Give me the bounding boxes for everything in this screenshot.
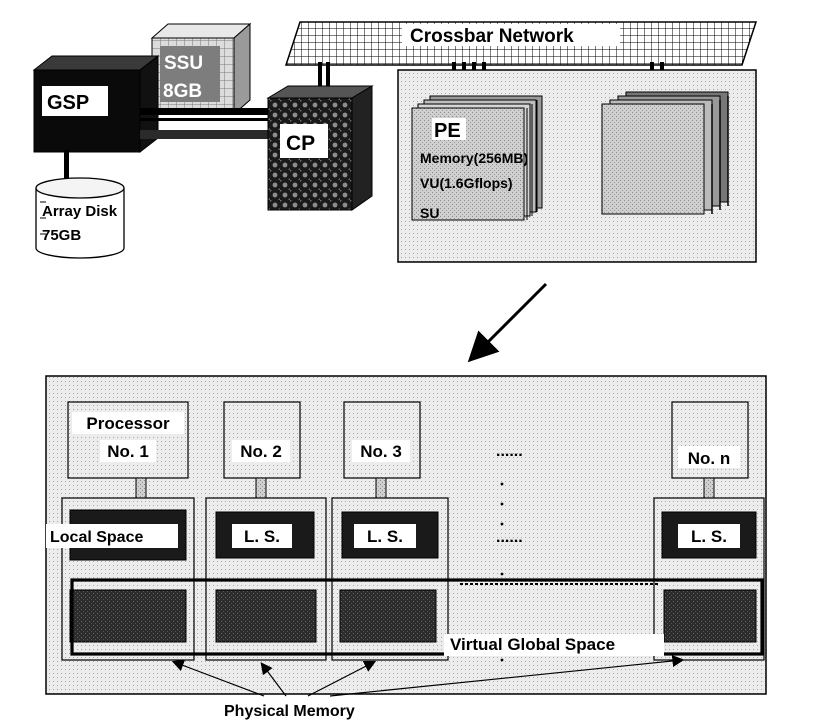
physical-memory-arrows: [171, 655, 685, 697]
virtual-global-space: Virtual Global Space: [70, 578, 764, 656]
pe-enclosure: PE Memory(256MB) VU(1.6Gflops) SU: [397, 69, 757, 263]
pe-label: PE: [434, 120, 461, 142]
local-space-label: Local Space: [50, 529, 143, 546]
array-disk: Array Disk 75GB: [35, 177, 125, 259]
processor-2: No. 2: [223, 401, 301, 479]
pe-vu: VU(1.6Gflops): [420, 175, 513, 191]
vertical-dots: [500, 482, 504, 662]
ls-label-n: L. S.: [691, 527, 727, 546]
pe-memory: Memory(256MB): [420, 150, 528, 166]
processor-n: No. n: [671, 401, 749, 479]
crossbar-network: Crossbar Network: [284, 21, 758, 66]
zoom-arrow: [467, 282, 548, 363]
processor-1-line2: No. 1: [107, 442, 149, 461]
crossbar-label: Crossbar Network: [410, 26, 574, 47]
processor-1-line1: Processor: [86, 414, 170, 433]
processor-3: No. 3: [343, 401, 421, 479]
gsp-unit: GSP: [32, 54, 160, 154]
ssu-size: 8GB: [163, 81, 202, 102]
ls-label-2: L. S.: [244, 527, 280, 546]
gsp-label: GSP: [47, 92, 89, 114]
virtual-global-space-label: Virtual Global Space: [450, 635, 615, 654]
cp-label: CP: [286, 132, 315, 155]
ssu-label: SSU: [164, 53, 203, 74]
processor-n-label: No. n: [688, 449, 731, 468]
host-cables: [64, 108, 270, 178]
ls-label-3: L. S.: [367, 527, 403, 546]
pe-stack-right: [601, 91, 729, 215]
ellipsis-processors: ......: [496, 443, 523, 460]
ssu-unit: SSU 8GB: [150, 22, 252, 116]
ellipsis-local: ......: [496, 529, 523, 546]
pe-su: SU: [420, 205, 439, 221]
processor-3-label: No. 3: [360, 442, 402, 461]
processor-1: Processor No. 1: [67, 401, 189, 479]
disk-line1: Array Disk: [42, 203, 118, 220]
processor-2-label: No. 2: [240, 442, 282, 461]
memory-module-1: Local Space: [46, 497, 195, 661]
cp-unit: CP: [266, 85, 374, 211]
physical-memory-label: Physical Memory: [224, 703, 355, 720]
disk-line2: 75GB: [42, 227, 81, 244]
